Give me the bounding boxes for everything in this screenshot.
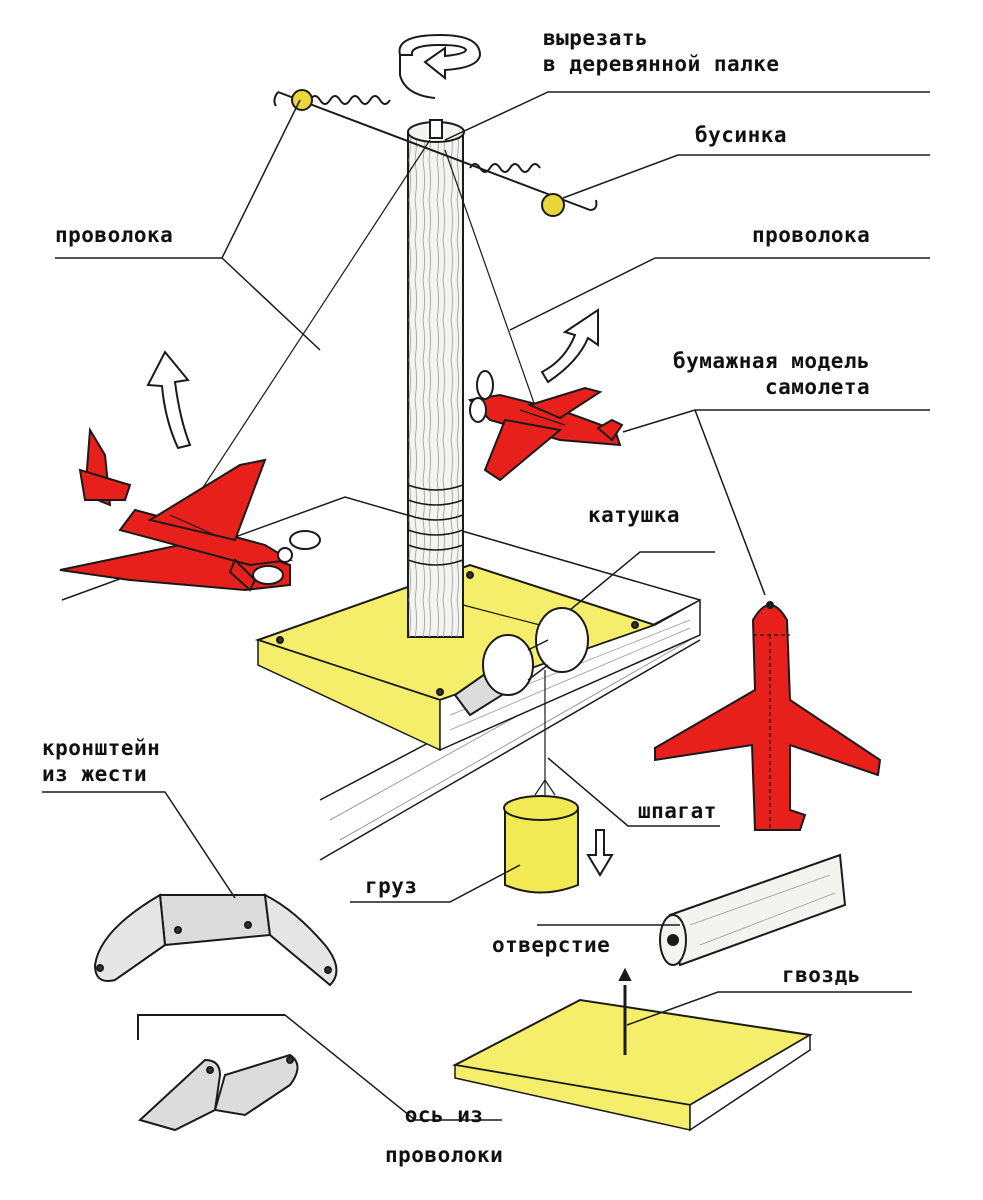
label-twine: шпагат <box>638 799 717 823</box>
label-wire-axle: ось из проволоки <box>385 1103 504 1167</box>
stick-with-hole <box>659 853 847 967</box>
paper-plane-left <box>59 426 321 592</box>
bead-left <box>291 89 313 111</box>
label-wire-left: проволока <box>55 223 174 247</box>
tin-bracket <box>93 893 338 987</box>
up-arrow-icon <box>146 308 599 450</box>
base-board <box>254 563 701 752</box>
label-hole: отверстие <box>492 933 611 957</box>
bead-right <box>541 193 565 217</box>
label-nail: гвоздь <box>782 963 861 987</box>
bracket-folded <box>138 1053 299 1132</box>
rotating-wire <box>273 91 598 211</box>
wire-axle <box>137 1014 285 1040</box>
wooden-post <box>407 119 465 638</box>
paper-plane-model <box>654 601 882 831</box>
rotation-arrow-icon <box>398 33 482 99</box>
down-arrow-icon <box>586 829 614 877</box>
spool-pulley <box>453 604 589 717</box>
weight <box>503 670 579 894</box>
label-spool: катушка <box>588 503 681 527</box>
label-weight: груз <box>365 874 418 898</box>
label-tin-bracket: кронштейн из жести <box>42 736 161 786</box>
label-paper-model: бумажная модель самолета <box>673 349 871 399</box>
label-bead: бусинка <box>695 123 788 147</box>
nail-board <box>451 967 813 1132</box>
plane-threads <box>184 139 541 516</box>
label-cut-in-stick: вырезать в деревянной палке <box>543 26 780 76</box>
paper-plane-right <box>467 370 624 482</box>
leader-lines <box>42 91 930 1121</box>
label-wire-right: проволока <box>752 223 871 247</box>
